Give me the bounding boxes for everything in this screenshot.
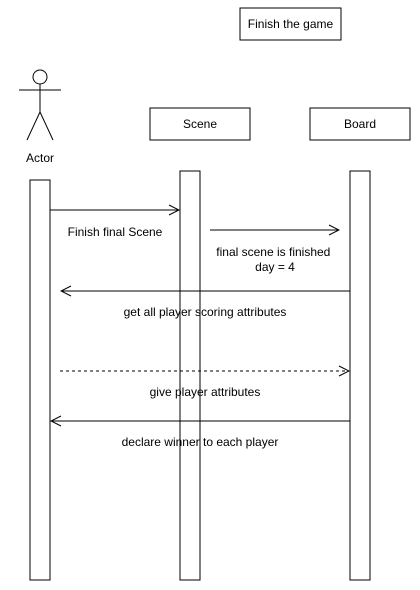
actor-leg-right bbox=[39, 111, 54, 141]
message-label-2: final scene is finished day = 4 bbox=[216, 245, 333, 274]
participant-board: Board bbox=[309, 107, 411, 141]
title-label: Finish the game bbox=[248, 17, 334, 31]
activation-bar-scene bbox=[179, 170, 201, 581]
message-label-2-line-1: final scene is finished bbox=[216, 245, 330, 259]
message-label-3: get all player scoring attributes bbox=[124, 305, 287, 319]
actor-label: Actor bbox=[26, 151, 54, 165]
participant-scene: Scene bbox=[149, 107, 251, 141]
message-label-5: declare winner to each player bbox=[122, 435, 279, 449]
activation-bar-actor bbox=[29, 179, 51, 581]
message-label-2-line-2: day = 4 bbox=[255, 260, 295, 274]
actor-leg-left bbox=[26, 111, 41, 141]
actor-head bbox=[32, 69, 48, 85]
title-box: Finish the game bbox=[239, 7, 342, 41]
participant-board-label: Board bbox=[344, 117, 376, 131]
actor-figure bbox=[19, 69, 61, 141]
message-label-4: give player attributes bbox=[150, 385, 261, 399]
activation-bar-board bbox=[349, 170, 371, 581]
participant-scene-label: Scene bbox=[183, 117, 217, 131]
message-label-1: Finish final Scene bbox=[68, 225, 163, 239]
